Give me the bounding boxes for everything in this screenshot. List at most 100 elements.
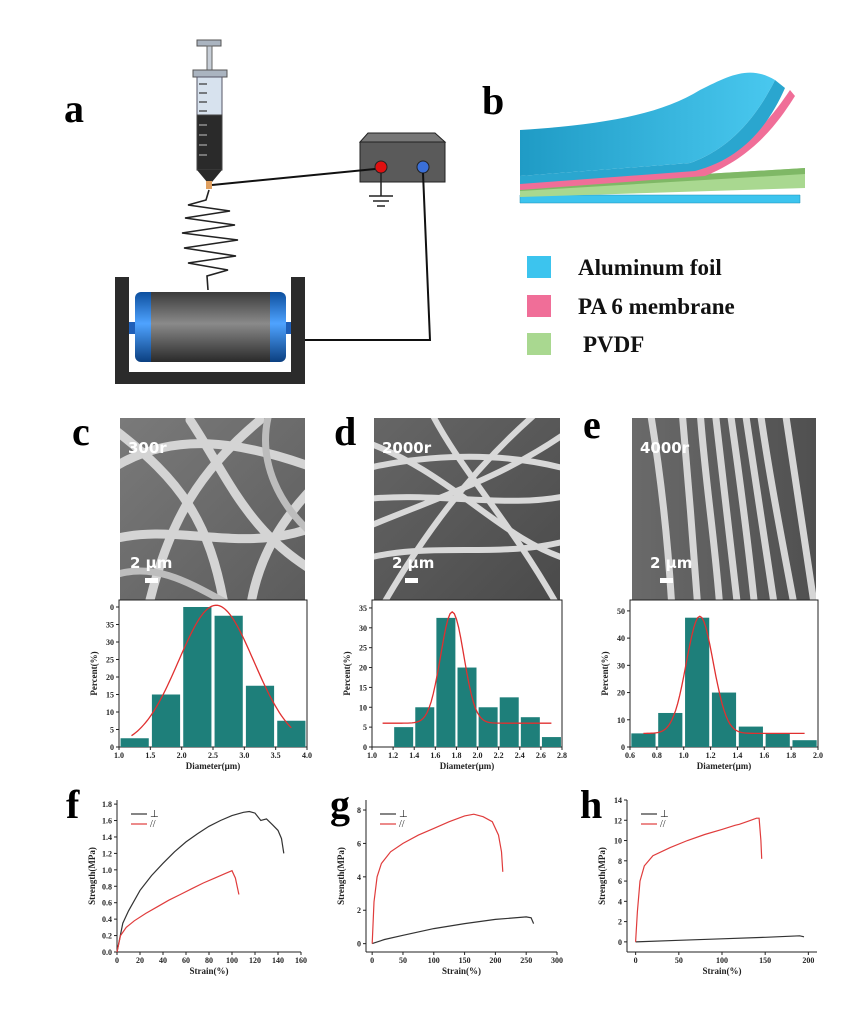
y-tick-label: 6 (618, 877, 622, 886)
y-tick-label: 0.6 (102, 899, 112, 908)
panel-label-d: d (334, 409, 356, 454)
panel-b: b Aluminum foil PA 6 membrane PVDF (482, 72, 805, 357)
histogram-bar (685, 617, 710, 747)
legend-b: Aluminum foil PA 6 membrane PVDF (527, 255, 735, 357)
histogram-bar (457, 667, 477, 747)
histogram-bar (631, 733, 656, 747)
x-tick-label: 2.6 (536, 751, 546, 760)
histogram-bar (658, 712, 683, 747)
y-tick-label: 0 (357, 940, 361, 949)
legend-label-pa6: PA 6 membrane (578, 294, 735, 319)
x-tick-label: 0 (370, 956, 374, 965)
y-axis-label: Strength(MPa) (336, 847, 346, 905)
x-tick-label: 140 (272, 956, 284, 965)
x-tick-label: 2.0 (177, 751, 187, 760)
x-tick-label: 0.6 (625, 751, 635, 760)
x-axis-label: Strain(%) (190, 966, 229, 976)
y-tick-label: 30 (617, 661, 625, 670)
x-tick-label: 3.0 (239, 751, 249, 760)
wires (211, 168, 432, 341)
x-tick-label: 200 (802, 956, 814, 965)
panel-label-e: e (583, 402, 601, 447)
legend-label: // (660, 819, 666, 830)
series-line (116, 810, 285, 953)
x-tick-label: 160 (295, 956, 307, 965)
legend-swatch-pa6 (527, 295, 551, 317)
x-tick-label: 3.5 (271, 751, 281, 760)
y-tick-label: 15 (359, 683, 367, 692)
y-tick-label: 1.8 (102, 800, 112, 809)
y-tick-label: 30 (359, 624, 367, 633)
y-tick-label: 8 (357, 806, 361, 815)
x-tick-label: 1.4 (732, 751, 742, 760)
x-tick-label: 1.8 (786, 751, 796, 760)
gaussian-fit-line (643, 615, 805, 735)
y-tick-label: 35 (106, 621, 114, 630)
x-tick-label: 2.8 (557, 751, 567, 760)
y-axis-label: Percent(%) (342, 651, 352, 695)
x-tick-label: 300 (551, 956, 563, 965)
x-tick-label: 0.8 (652, 751, 662, 760)
y-tick-label: 6 (357, 839, 361, 848)
y-tick-label: 1.6 (102, 817, 112, 826)
x-tick-label: 2.4 (515, 751, 525, 760)
y-tick-label: 0.4 (102, 915, 112, 924)
histogram-bar (738, 726, 763, 747)
series-line (635, 935, 805, 943)
scale-bar-d (405, 578, 418, 583)
x-tick-label: 80 (205, 956, 213, 965)
legend-label-aluminum: Aluminum foil (578, 255, 722, 280)
panel-label-h: h (580, 782, 602, 827)
x-tick-label: 2.5 (208, 751, 218, 760)
histogram-bar (120, 738, 149, 747)
legend-swatch-pvdf (527, 333, 551, 355)
x-tick-label: 1.2 (388, 751, 398, 760)
histogram-bar (765, 733, 790, 747)
x-tick-label: 0 (115, 956, 119, 965)
y-tick-label: 0 (618, 938, 622, 947)
series-line (372, 916, 535, 945)
legend-label: ⊥ (399, 809, 408, 820)
y-tick-label: 10 (617, 716, 625, 725)
y-tick-label: 15 (106, 691, 114, 700)
x-tick-label: 0 (634, 956, 638, 965)
x-tick-label: 1.5 (145, 751, 155, 760)
legend-label: ⊥ (150, 809, 159, 820)
histogram-bar (151, 694, 181, 747)
y-tick-label: 35 (359, 604, 367, 613)
histogram-bar (520, 717, 540, 747)
y-tick-label: 0.2 (102, 932, 112, 941)
y-tick-label: 0 (110, 743, 114, 752)
scale-label-e: 2 μm (650, 554, 692, 572)
x-tick-label: 250 (520, 956, 532, 965)
y-tick-label: 0.8 (102, 882, 112, 891)
x-tick-label: 1.2 (706, 751, 716, 760)
histogram-bar (394, 727, 414, 747)
y-tick-label: 20 (617, 689, 625, 698)
y-tick-label: 2 (357, 906, 361, 915)
histogram-bar (183, 607, 212, 747)
panel-e-sem: e 4000r 2 μm (583, 402, 816, 600)
y-tick-label: 5 (363, 723, 367, 732)
x-tick-label: 2.0 (473, 751, 483, 760)
x-tick-label: 60 (182, 956, 190, 965)
legend-label-pvdf: PVDF (583, 332, 644, 357)
scale-label-d: 2 μm (392, 554, 434, 572)
x-axis-label: Strain(%) (703, 966, 742, 976)
histogram-bar (499, 697, 519, 747)
gaussian-fit-line (382, 611, 552, 724)
panel-a: a (64, 39, 447, 384)
high-voltage-supply (358, 132, 447, 207)
y-tick-label: 0 (621, 743, 625, 752)
x-tick-label: 50 (399, 956, 407, 965)
y-tick-label: 1.0 (102, 866, 112, 875)
panel-label-c: c (72, 409, 90, 454)
y-tick-label: 2 (618, 918, 622, 927)
x-tick-label: 200 (489, 956, 501, 965)
syringe (192, 39, 228, 189)
x-tick-label: 4.0 (302, 751, 312, 760)
